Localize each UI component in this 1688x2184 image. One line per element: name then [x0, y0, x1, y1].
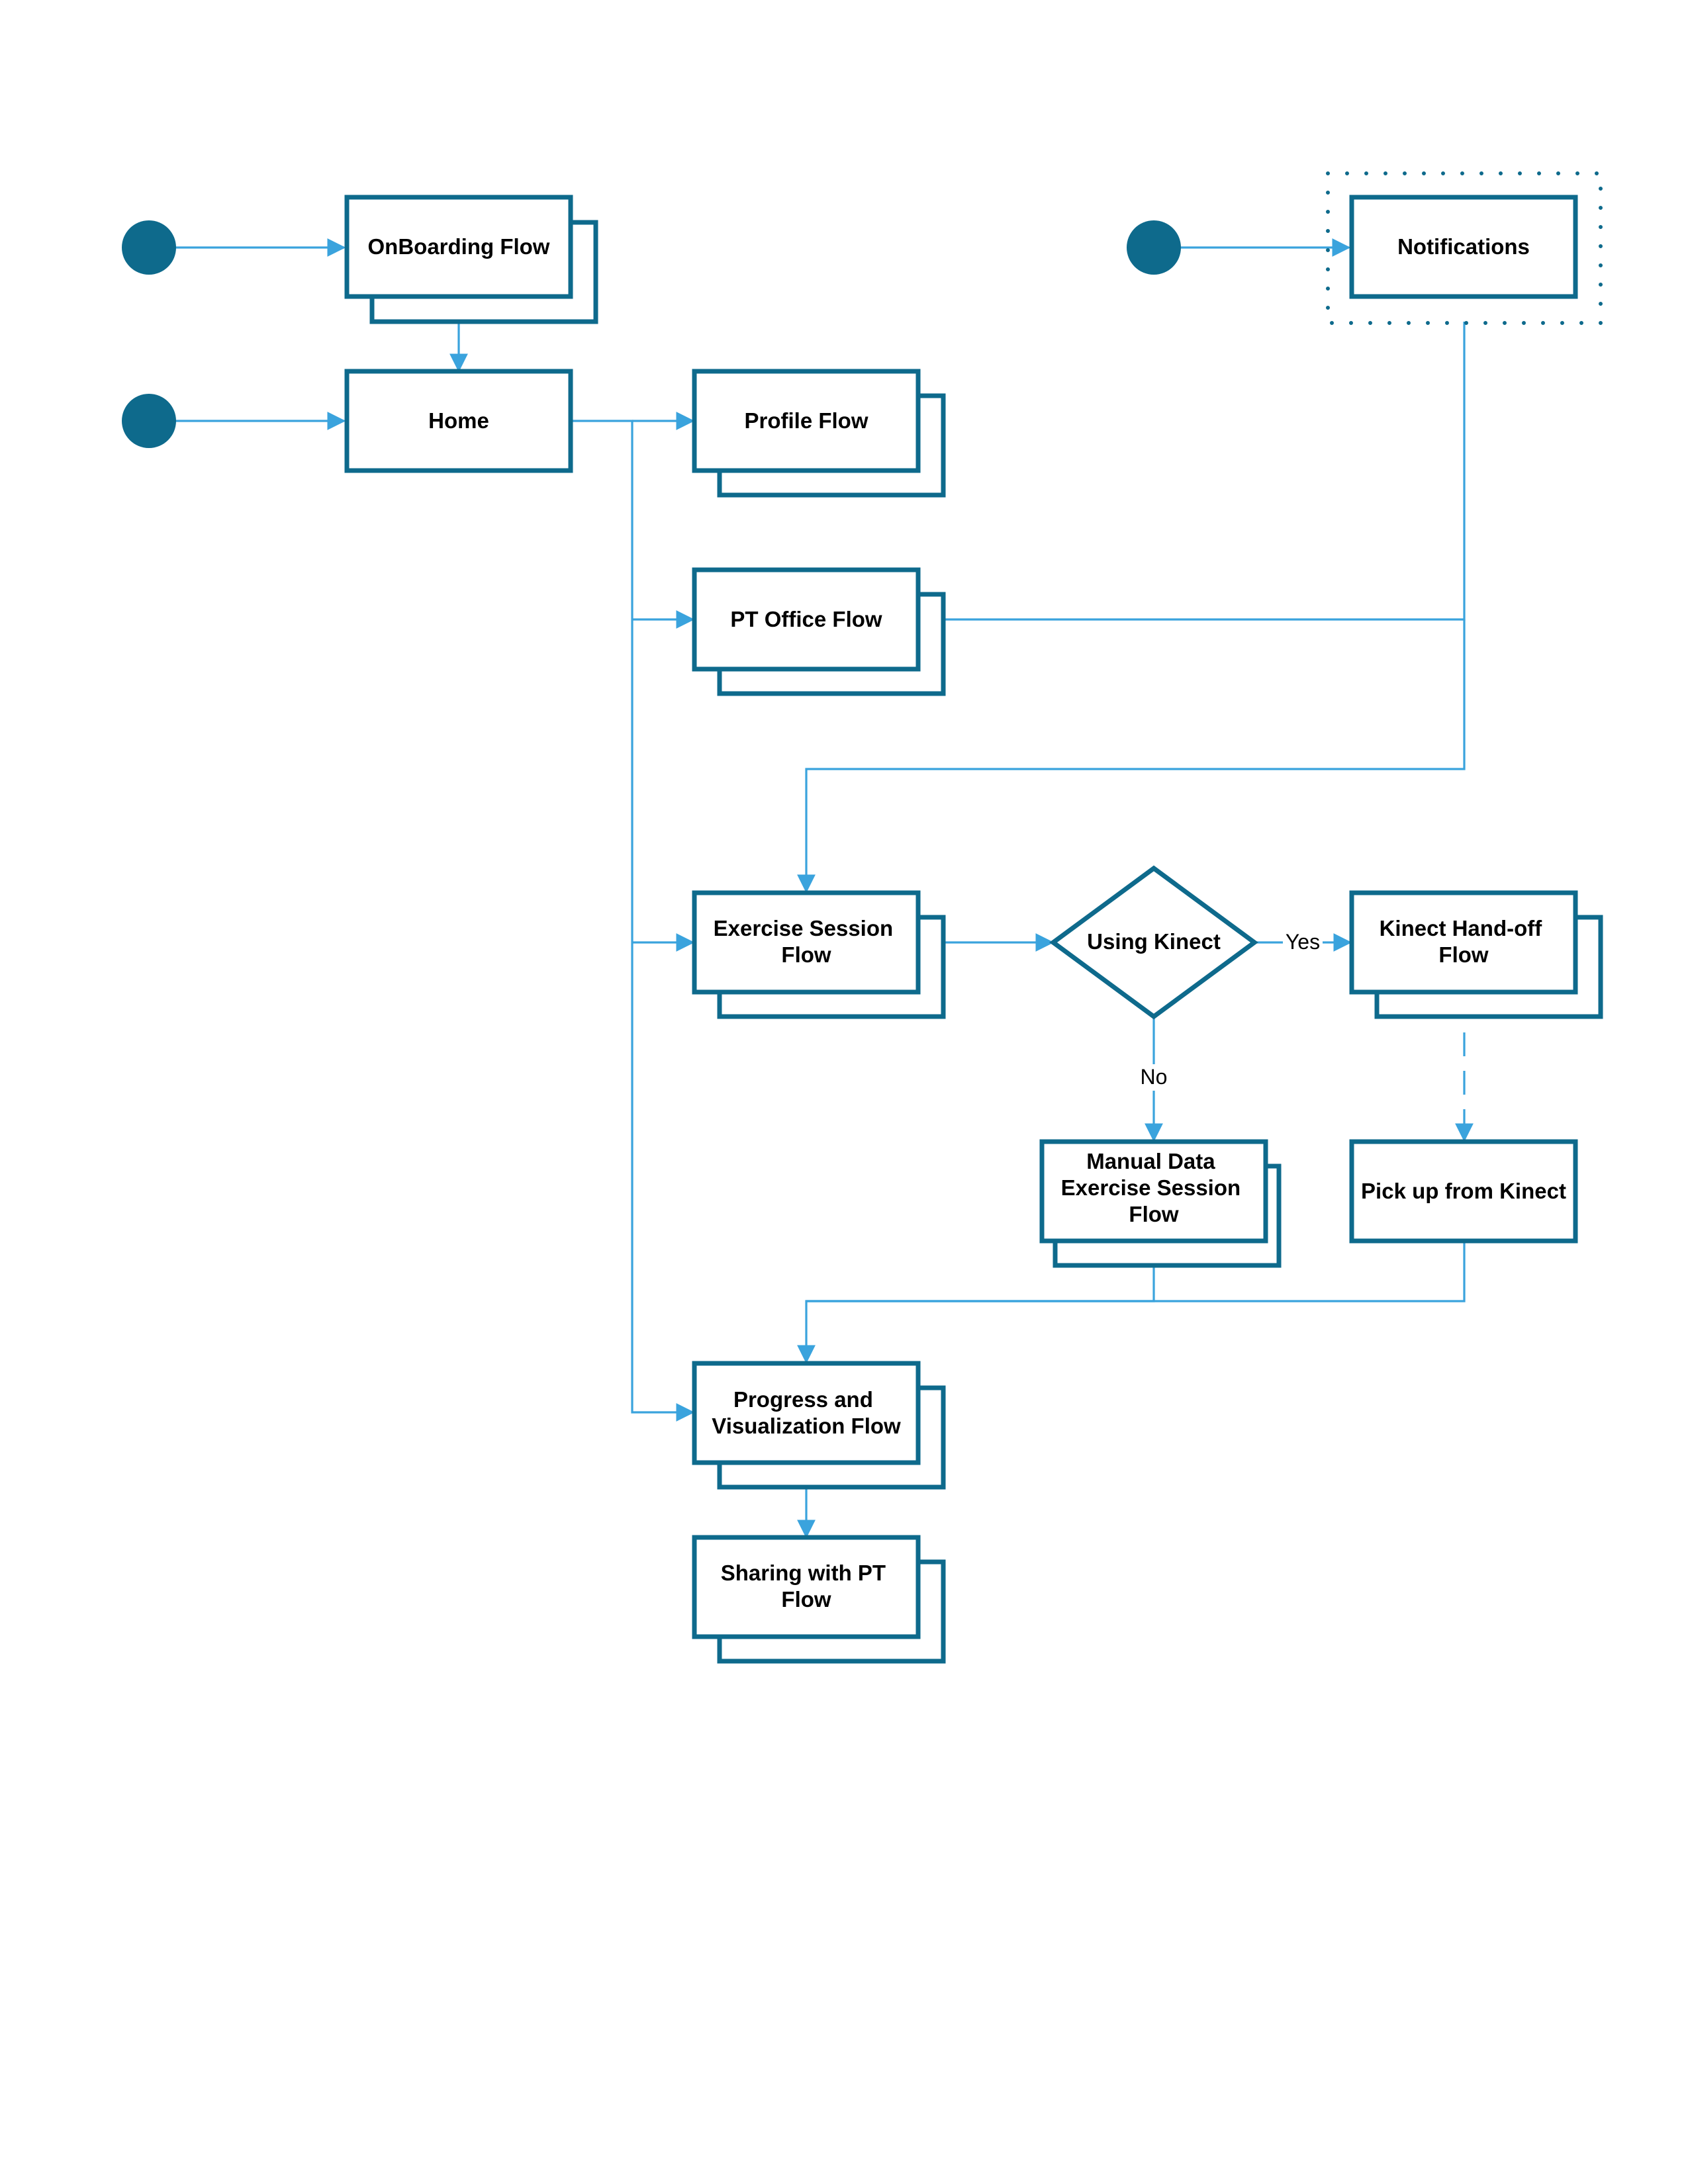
- node-notifications[interactable]: Notifications: [1326, 171, 1603, 325]
- node-pt-office[interactable]: PT Office Flow: [692, 567, 946, 696]
- node-exercise-session[interactable]: Exercise Session Flow: [692, 890, 946, 1019]
- edge-pickup-progress: [806, 1242, 1466, 1302]
- start-dot-notifications: [1127, 220, 1181, 275]
- node-sharing-label: Sharing with PT Flow: [721, 1561, 892, 1612]
- node-profile[interactable]: Profile Flow: [692, 369, 946, 498]
- edge-label-no-bg: [1136, 1064, 1172, 1091]
- node-exercise-session-label: Exercise Session Flow: [714, 916, 900, 967]
- node-using-kinect[interactable]: Using Kinect: [1049, 865, 1258, 1020]
- edge-label-no: No: [1141, 1065, 1168, 1089]
- edge-notifications-exercise: [797, 619, 1466, 893]
- edge-notifications-ptoffice: [915, 322, 1466, 629]
- node-notifications-label: Notifications: [1397, 234, 1530, 259]
- node-pick-up-label: Pick up from Kinect: [1361, 1179, 1566, 1203]
- start-dot-home: [122, 394, 176, 448]
- node-manual-data-label: Manual Data Exercise Session Flow: [1061, 1149, 1247, 1226]
- node-progress-label: Progress and Visualization Flow: [712, 1387, 901, 1438]
- node-pick-up[interactable]: Pick up from Kinect: [1349, 1139, 1578, 1244]
- node-profile-label: Profile Flow: [744, 408, 868, 433]
- edge-label-yes: Yes: [1286, 930, 1320, 954]
- node-onboarding-label: OnBoarding Flow: [368, 234, 550, 259]
- node-onboarding[interactable]: OnBoarding Flow: [344, 195, 598, 324]
- notifications-dotted-frame: [1326, 171, 1603, 325]
- node-using-kinect-label: Using Kinect: [1087, 929, 1221, 954]
- node-home-label: Home: [428, 408, 489, 433]
- node-progress[interactable]: Progress and Visualization Flow: [692, 1361, 946, 1490]
- node-kinect-handoff-label: Kinect Hand-off Flow: [1380, 916, 1548, 967]
- node-kinect-handoff[interactable]: Kinect Hand-off Flow: [1349, 890, 1603, 1019]
- edge-label-yes-bg: [1283, 929, 1323, 956]
- start-dot-onboarding: [122, 220, 176, 275]
- node-sharing[interactable]: Sharing with PT Flow: [692, 1535, 946, 1664]
- edge-home-bus: [571, 420, 695, 1422]
- node-pt-office-label: PT Office Flow: [730, 607, 882, 631]
- node-manual-data[interactable]: Manual Data Exercise Session Flow: [1039, 1139, 1282, 1268]
- node-home[interactable]: Home: [344, 369, 573, 473]
